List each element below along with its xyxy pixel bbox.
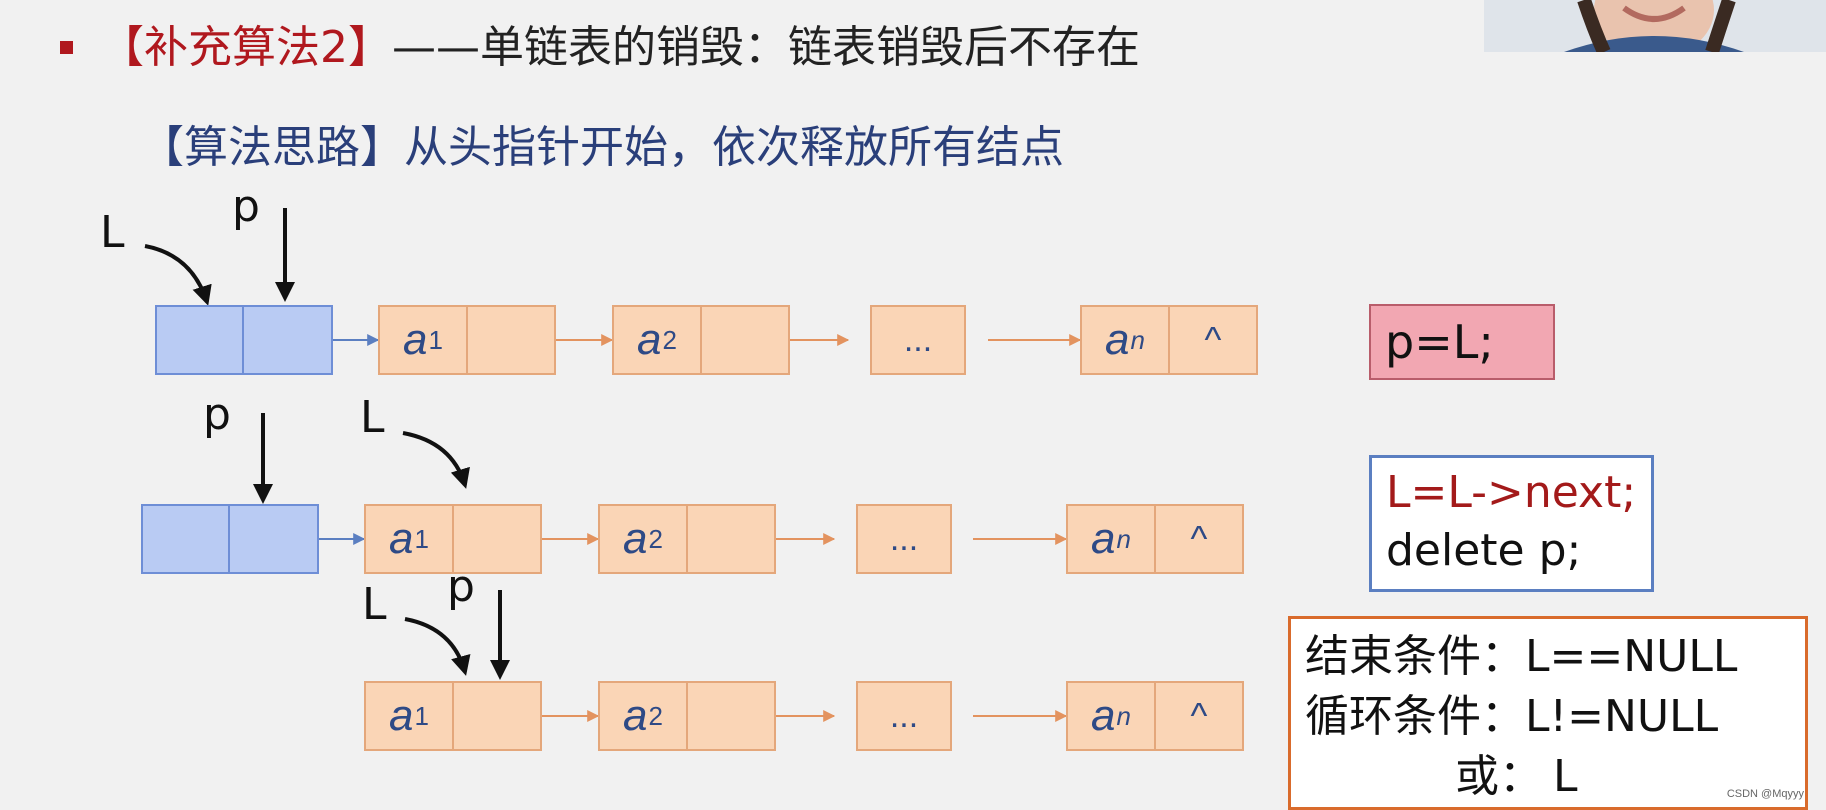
- row3-node-an-null: ^: [1154, 681, 1244, 751]
- title-text: ——单链表的销毁：链表销毁后不存在: [392, 22, 1140, 73]
- row1-L-label: L: [100, 207, 125, 258]
- row3-node-a1-next: [452, 681, 542, 751]
- slide-title: 【补充算法2】——单链表的销毁：链表销毁后不存在: [100, 18, 1140, 78]
- watermark: CSDN @Mqyyy: [1726, 788, 1804, 800]
- row1-L-arrow: [144, 244, 212, 306]
- row2-node-a1-next: [452, 504, 542, 574]
- loop-condition: 循环条件：L!=NULL: [1305, 691, 1719, 742]
- row2-head-data: [141, 504, 230, 574]
- code-step1-box: p=L;: [1369, 304, 1555, 380]
- row1-p-label: p: [232, 181, 260, 232]
- row3-node-ellipsis: ...: [856, 681, 952, 751]
- row2-L-arrow: [402, 431, 470, 489]
- or-condition: 或：L: [1455, 751, 1578, 802]
- code-step2-line2: delete p;: [1386, 525, 1582, 576]
- row1-node-ellipsis: ...: [870, 305, 966, 375]
- title-bullet: [60, 41, 73, 54]
- title-tag: 【补充算法2】: [100, 22, 392, 73]
- row2-head-next: [228, 504, 319, 574]
- webcam-thumbnail: [1484, 0, 1826, 52]
- code-step2-box: L=L->next; delete p;: [1369, 455, 1654, 592]
- conditions-box: 结束条件：L==NULL 循环条件：L!=NULL 或：L: [1288, 616, 1808, 810]
- row2-node-ellipsis: ...: [856, 504, 952, 574]
- row2-node-an-null: ^: [1154, 504, 1244, 574]
- row3-L-arrow: [404, 617, 471, 676]
- row1-head-next: [242, 305, 333, 375]
- code-step1: p=L;: [1385, 315, 1494, 369]
- row2-L-label: L: [360, 392, 385, 443]
- row3-node-a2-next: [686, 681, 776, 751]
- row2-node-a2-next: [686, 504, 776, 574]
- code-step2-line1: L=L->next;: [1386, 467, 1637, 518]
- row1-node-a1-next: [466, 305, 556, 375]
- row1-head-data: [155, 305, 244, 375]
- row3-L-label: L: [362, 579, 387, 630]
- presenter-image: [1484, 0, 1826, 52]
- end-condition: 结束条件：L==NULL: [1305, 631, 1738, 682]
- row2-p-label: p: [203, 389, 231, 440]
- algorithm-idea: 【算法思路】从头指针开始，依次释放所有结点: [140, 122, 1064, 173]
- row1-node-a2-next: [700, 305, 790, 375]
- row1-node-an-null: ^: [1168, 305, 1258, 375]
